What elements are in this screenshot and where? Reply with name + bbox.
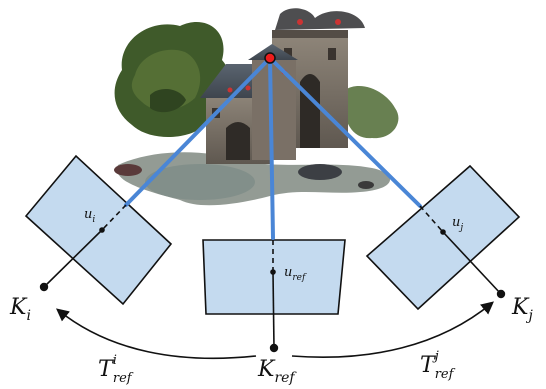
scene-tree <box>114 21 231 138</box>
image-plane-j <box>365 164 521 311</box>
ray-segments <box>43 204 502 349</box>
label-u-ref: uref <box>284 265 307 283</box>
label-k-j: Kj <box>511 295 533 324</box>
transform-arrows <box>56 301 494 360</box>
camera-center-ref <box>269 343 279 353</box>
pixel-u-i <box>99 227 105 233</box>
arrow-t-j <box>291 301 494 359</box>
arrow-t-i <box>56 308 257 360</box>
label-k-ref: Kref <box>257 357 297 386</box>
pixel-u-j <box>440 229 446 235</box>
image-plane-i <box>24 154 173 306</box>
projection-rays <box>124 56 422 240</box>
camera-center-i <box>39 282 49 292</box>
label-u-j: uj <box>452 215 463 233</box>
pixel-u-ref <box>270 269 276 275</box>
scene-point <box>264 52 276 64</box>
label-k-i: Ki <box>9 295 31 324</box>
image-plane-ref <box>202 239 346 315</box>
camera-center-j <box>496 289 506 299</box>
scene-shadow <box>145 164 255 200</box>
ray-i <box>124 56 272 207</box>
ray-ref <box>268 56 275 240</box>
scene-bush <box>343 86 399 139</box>
castle-3d-reconstruction <box>114 8 399 206</box>
ray-j <box>268 56 422 208</box>
label-u-i: ui <box>84 207 95 225</box>
points <box>39 52 506 353</box>
